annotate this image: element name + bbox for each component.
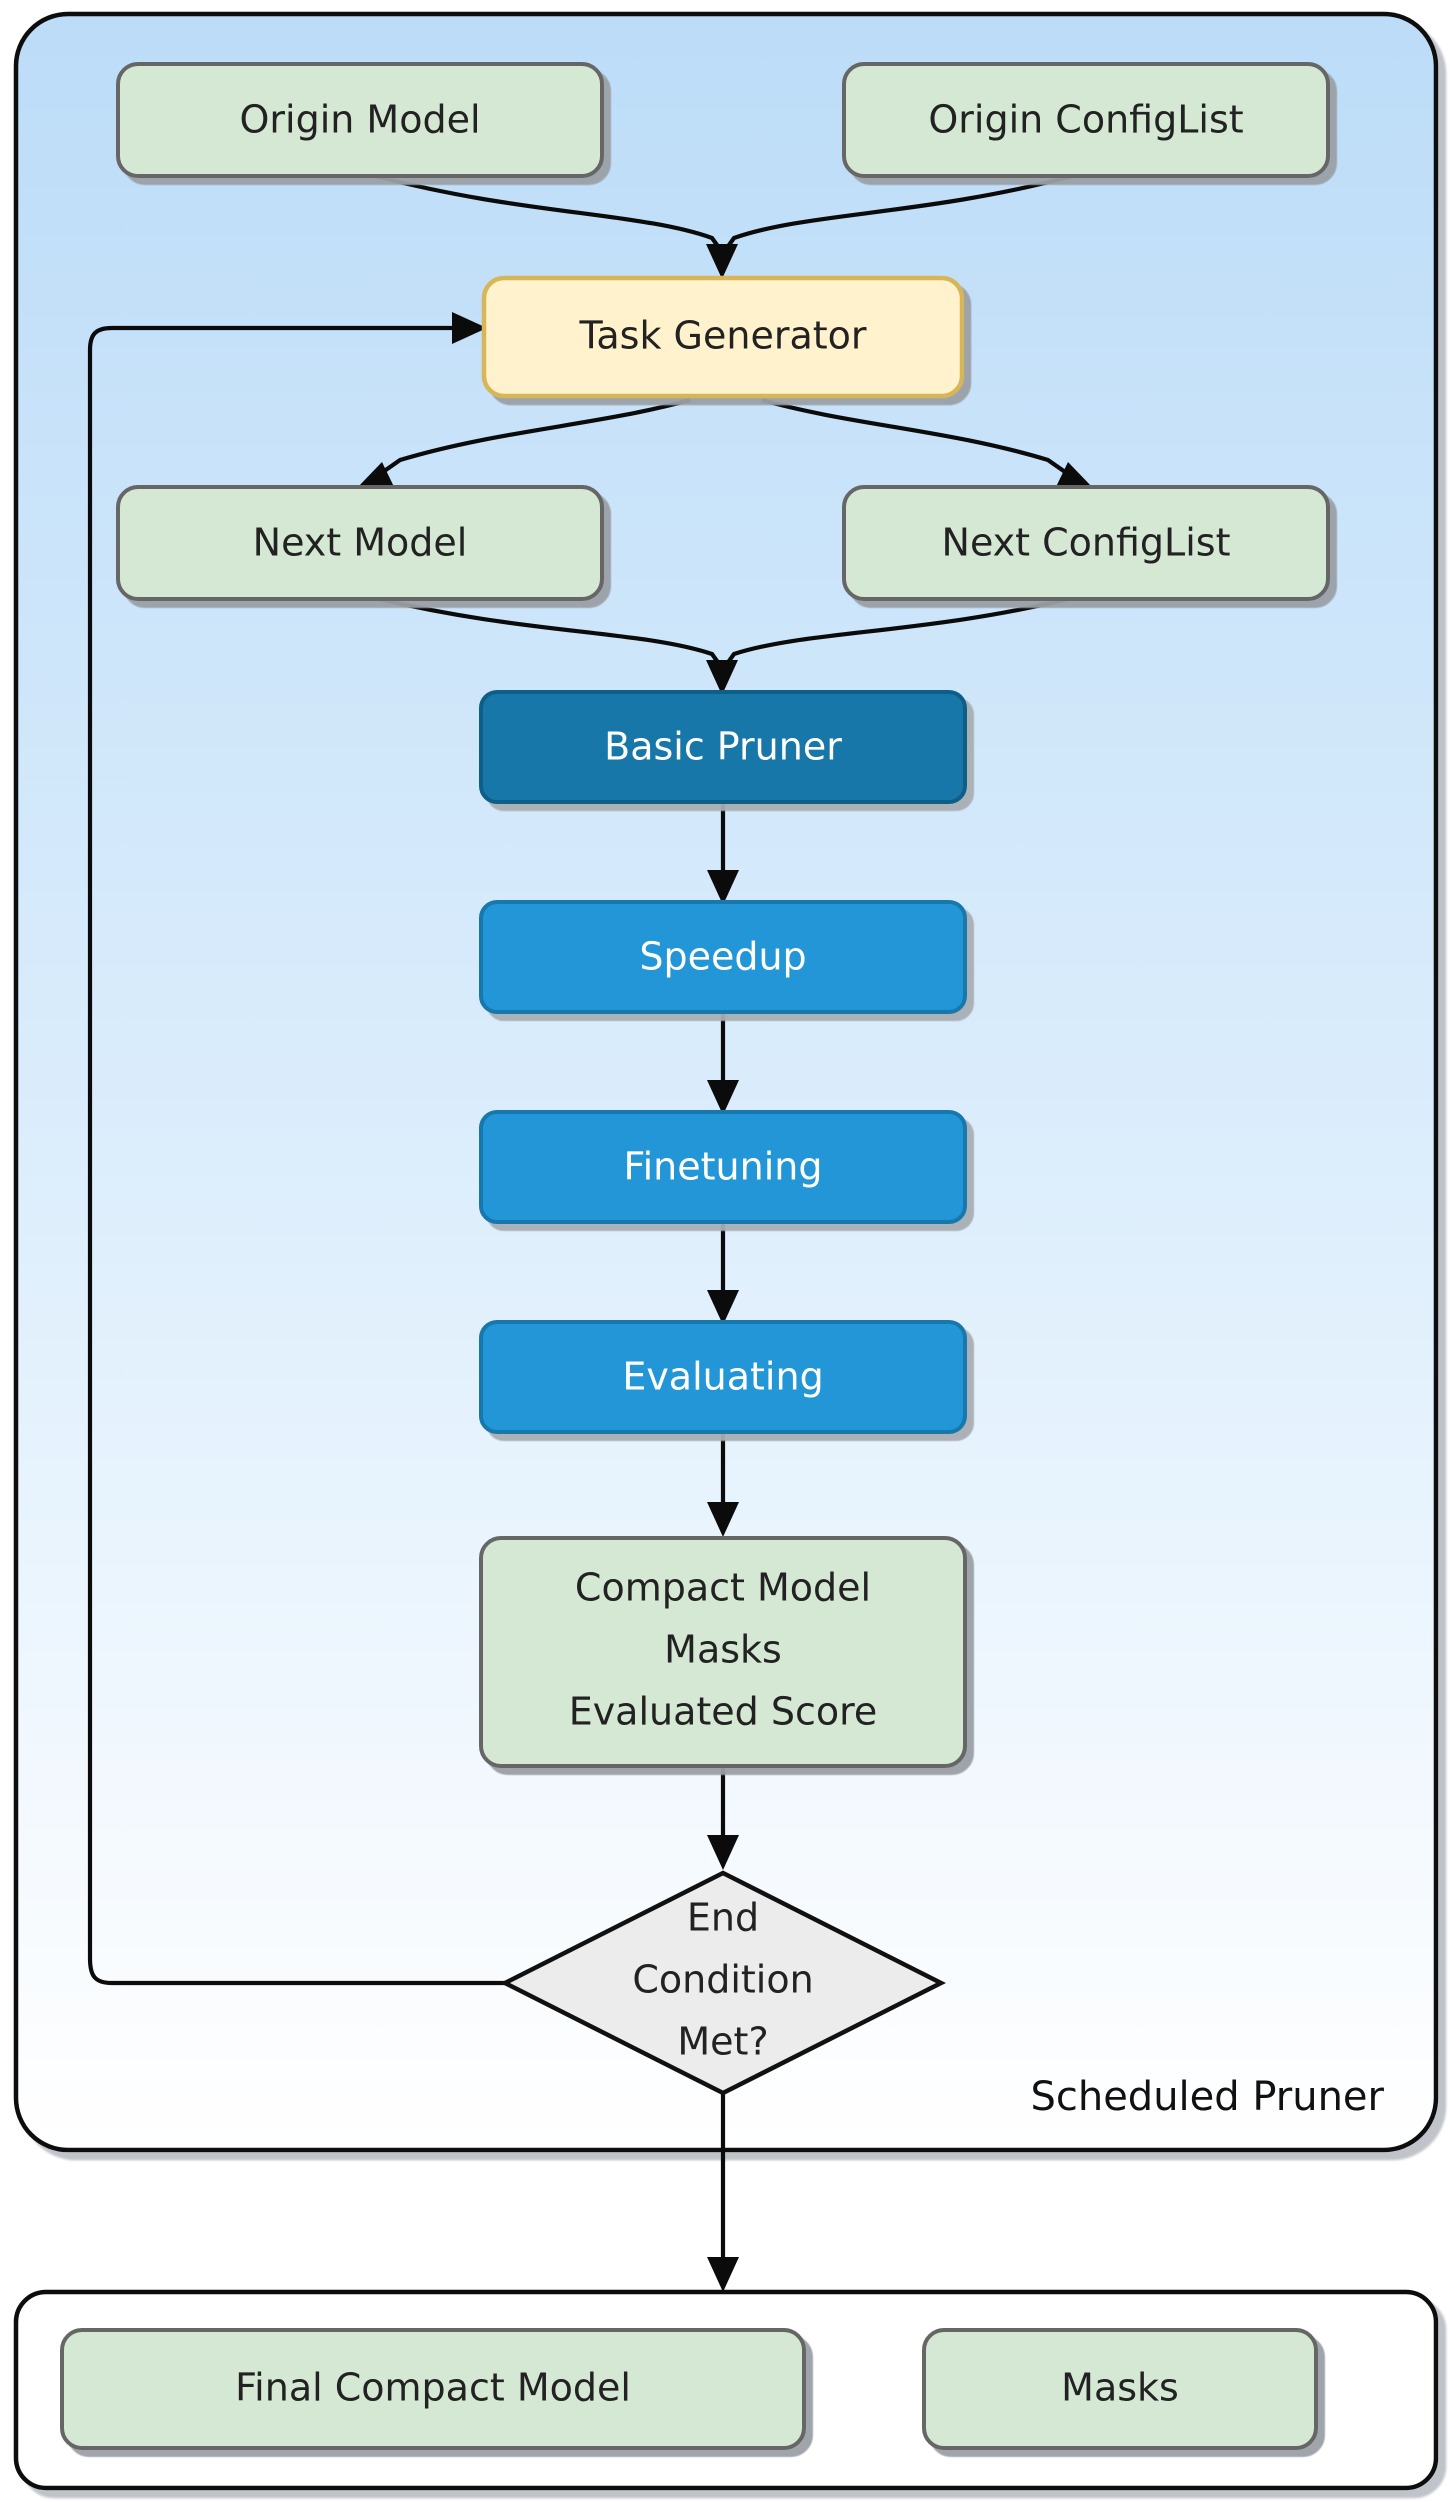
edge-results-to-end-condition [707,1762,739,1870]
edge-layer [87,172,1094,2292]
edge-next-configlist-to-basic-pruner [722,594,1077,670]
edge-evaluating-to-results [707,1432,739,1537]
node-end-condition-label-line3: Met? [677,2020,768,2064]
node-masks-box[interactable] [922,2328,1318,2450]
edge-origin-model-to-task-generator [371,172,738,279]
node-next-model[interactable]: Next Model [116,485,604,601]
node-origin-model-box[interactable] [116,62,604,178]
node-finetuning-box[interactable] [479,1110,967,1224]
edge-next-model-to-basic-pruner [371,594,738,695]
node-next-model-label: Next Model [253,521,468,565]
cluster-outputs: Final Compact Model Masks [13,2289,1439,2491]
node-origin-configlist-label: Origin ConfigList [928,98,1243,142]
node-finetuning[interactable]: Finetuning [479,1110,967,1224]
node-end-condition-shape[interactable] [500,1870,946,2096]
node-speedup-label: Speedup [639,935,806,979]
node-task-generator-box[interactable] [481,275,965,399]
node-final-compact-model-box[interactable] [60,2328,806,2450]
node-origin-configlist-box[interactable] [842,62,1330,178]
node-masks-label: Masks [1061,2366,1179,2410]
node-end-condition-label-line1: End [687,1896,759,1940]
node-origin-model-label: Origin Model [239,98,480,142]
edge-end-condition-to-final-compact-model [707,2092,739,2292]
edge-basic-pruner-to-speedup [707,800,739,905]
node-speedup[interactable]: Speedup [479,900,967,1014]
node-next-configlist[interactable]: Next ConfigList [842,485,1330,601]
node-results-label-line1: Compact Model [575,1566,871,1610]
node-masks[interactable]: Masks [922,2328,1318,2450]
edge-origin-configlist-to-task-generator [722,172,1077,254]
node-results-label-line3: Evaluated Score [569,1690,878,1734]
node-finetuning-label: Finetuning [624,1145,823,1189]
node-results-label-line2: Masks [664,1628,782,1672]
node-task-generator[interactable]: Task Generator [481,275,965,399]
node-evaluating[interactable]: Evaluating [479,1320,967,1434]
node-basic-pruner-box[interactable] [479,690,967,804]
node-end-condition[interactable]: End Condition Met? [500,1870,946,2096]
cluster-scheduled-pruner-label: Scheduled Pruner [1030,2074,1384,2120]
node-next-configlist-label: Next ConfigList [942,521,1231,565]
edge-task-generator-to-next-configlist [761,397,1094,491]
node-results-box[interactable] [479,1536,967,1768]
node-origin-model[interactable]: Origin Model [116,62,604,178]
edge-task-generator-to-next-model [356,397,691,491]
node-speedup-box[interactable] [479,900,967,1014]
node-final-compact-model-label: Final Compact Model [235,2366,631,2410]
node-next-model-box[interactable] [116,485,604,601]
node-end-condition-label-line2: Condition [632,1958,813,2002]
edge-end-condition-to-task-generator-loop [87,312,505,1986]
node-basic-pruner-label: Basic Pruner [604,725,842,769]
node-next-configlist-box[interactable] [842,485,1330,601]
node-basic-pruner[interactable]: Basic Pruner [479,690,967,804]
node-final-compact-model[interactable]: Final Compact Model [60,2328,806,2450]
node-evaluating-label: Evaluating [622,1355,823,1399]
edge-finetuning-to-evaluating [707,1220,739,1325]
node-task-generator-label: Task Generator [578,314,866,358]
node-results[interactable]: Compact Model Masks Evaluated Score [479,1536,967,1768]
node-origin-configlist[interactable]: Origin ConfigList [842,62,1330,178]
edge-speedup-to-finetuning [707,1010,739,1115]
node-evaluating-box[interactable] [479,1320,967,1434]
